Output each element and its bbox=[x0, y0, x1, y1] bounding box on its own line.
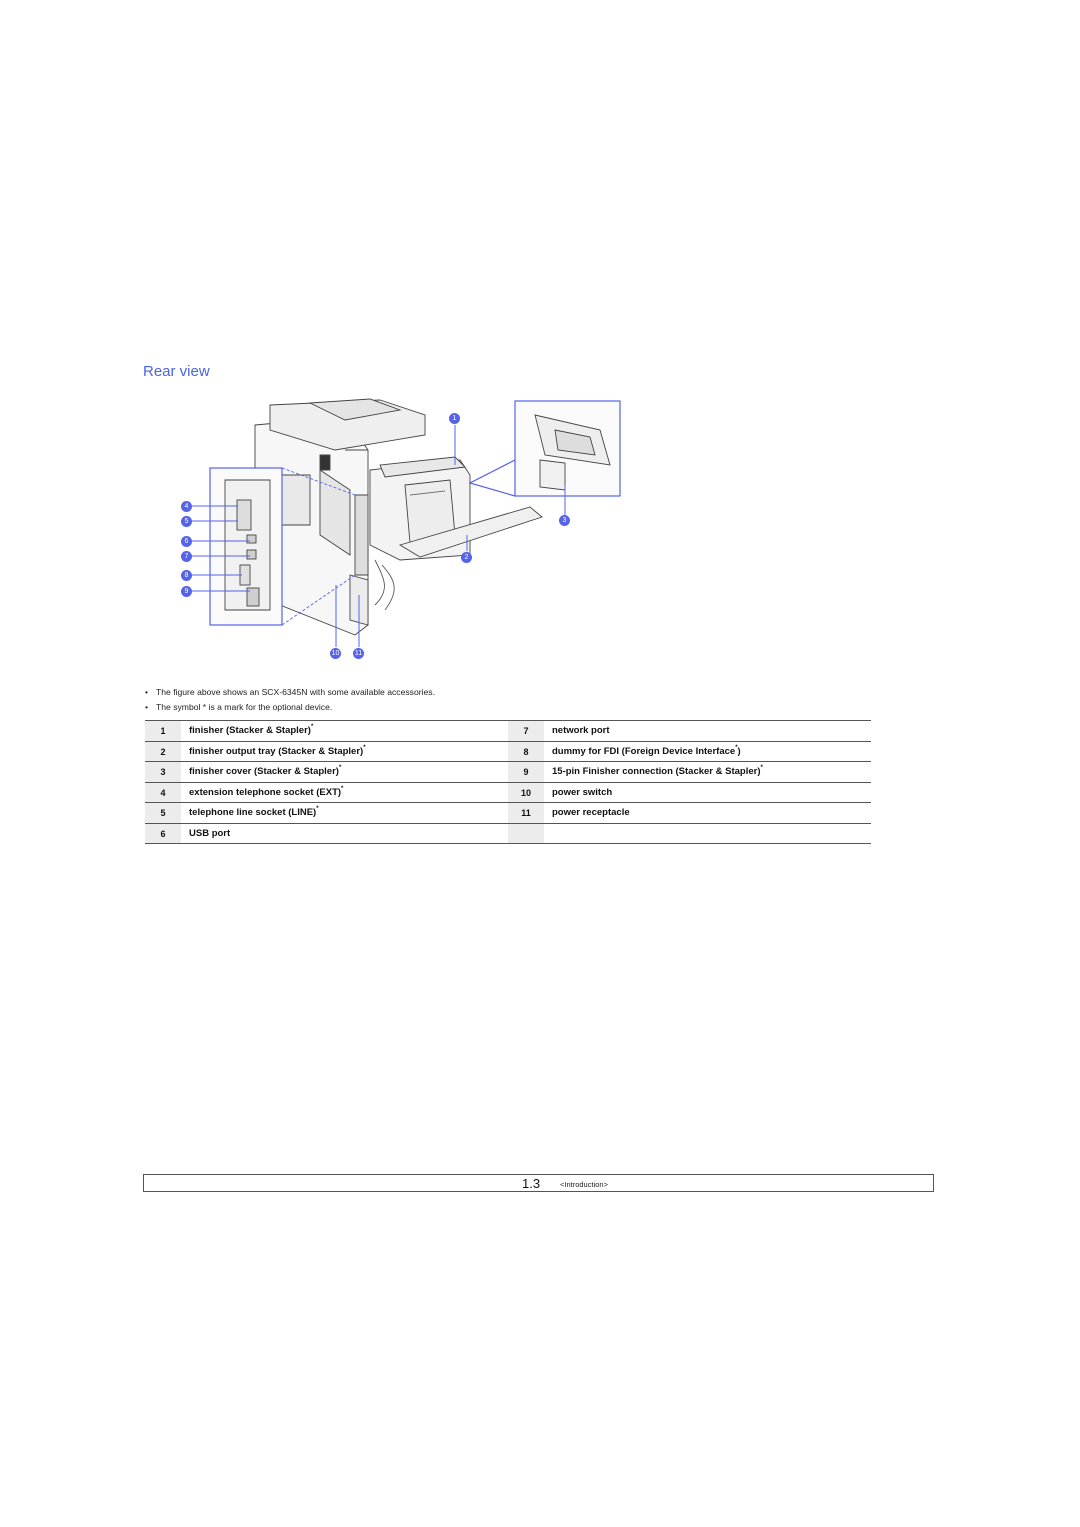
callout-3: 3 bbox=[559, 515, 570, 526]
callout-9: 9 bbox=[181, 586, 192, 597]
item-label: 15-pin Finisher connection (Stacker & St… bbox=[552, 765, 763, 777]
page-number: 1.3 bbox=[522, 1176, 541, 1191]
callout-10: 10 bbox=[330, 648, 341, 659]
chapter-name: <Introduction> bbox=[560, 1180, 608, 1189]
item-number: 3 bbox=[145, 762, 181, 782]
item-number: 6 bbox=[145, 823, 181, 843]
callout-2: 2 bbox=[461, 552, 472, 563]
callout-11: 11 bbox=[353, 648, 364, 659]
optional-mark: * bbox=[760, 765, 763, 771]
item-number: 4 bbox=[145, 782, 181, 802]
table-row: 5 telephone line socket (LINE)* 11 power… bbox=[145, 803, 871, 824]
printer-rear-illustration bbox=[192, 398, 621, 647]
item-number: 7 bbox=[508, 721, 544, 741]
item-number: 11 bbox=[508, 803, 544, 823]
item-number: 1 bbox=[145, 721, 181, 741]
optional-mark: * bbox=[341, 785, 344, 792]
callout-5: 5 bbox=[181, 516, 192, 527]
note-item: The symbol * is a mark for the optional … bbox=[145, 701, 435, 716]
item-label: finisher (Stacker & Stapler)* bbox=[189, 724, 314, 736]
table-row: 1 finisher (Stacker & Stapler)* 7 networ… bbox=[145, 721, 871, 742]
rear-view-figure: 1 2 3 4 5 6 7 8 9 10 11 bbox=[170, 395, 640, 670]
item-label: power switch bbox=[552, 786, 613, 798]
item-label: network port bbox=[552, 725, 610, 736]
item-number: 5 bbox=[145, 803, 181, 823]
item-label: finisher cover (Stacker & Stapler)* bbox=[189, 765, 342, 777]
item-number: 2 bbox=[145, 741, 181, 761]
callout-7: 7 bbox=[181, 551, 192, 562]
optional-mark: * bbox=[316, 806, 319, 812]
optional-mark: * bbox=[338, 765, 342, 771]
table-row: 2 finisher output tray (Stacker & Staple… bbox=[145, 741, 871, 762]
item-label: USB port bbox=[189, 827, 231, 839]
item-label: telephone line socket (LINE)* bbox=[189, 806, 319, 818]
item-label: dummy for FDI (Foreign Device Interface*… bbox=[552, 744, 741, 757]
item-number: 10 bbox=[508, 782, 544, 802]
table-row: 3 finisher cover (Stacker & Stapler)* 9 … bbox=[145, 762, 871, 783]
item-number: 9 bbox=[508, 762, 544, 782]
table-row: 4 extension telephone socket (EXT)* 10 p… bbox=[145, 782, 871, 803]
item-number: 8 bbox=[508, 741, 544, 761]
callout-6: 6 bbox=[181, 536, 192, 547]
callout-4: 4 bbox=[181, 501, 192, 512]
optional-mark: * bbox=[735, 744, 738, 751]
item-label: power receptacle bbox=[552, 807, 630, 818]
callout-1: 1 bbox=[449, 413, 460, 424]
table-row: 6 USB port bbox=[145, 823, 871, 844]
note-item: The figure above shows an SCX-6345N with… bbox=[145, 686, 435, 701]
callout-8: 8 bbox=[181, 570, 192, 581]
section-heading: Rear view bbox=[143, 363, 210, 380]
item-label: finisher output tray (Stacker & Stapler)… bbox=[189, 744, 366, 757]
optional-mark: * bbox=[310, 724, 314, 730]
item-number bbox=[508, 823, 544, 843]
item-label bbox=[544, 824, 871, 844]
parts-table: 1 finisher (Stacker & Stapler)* 7 networ… bbox=[145, 720, 871, 844]
optional-mark: * bbox=[363, 744, 366, 751]
item-label: extension telephone socket (EXT)* bbox=[189, 785, 344, 798]
notes-list: The figure above shows an SCX-6345N with… bbox=[145, 686, 435, 716]
page-footer: 1.3 <Introduction> bbox=[143, 1174, 934, 1192]
